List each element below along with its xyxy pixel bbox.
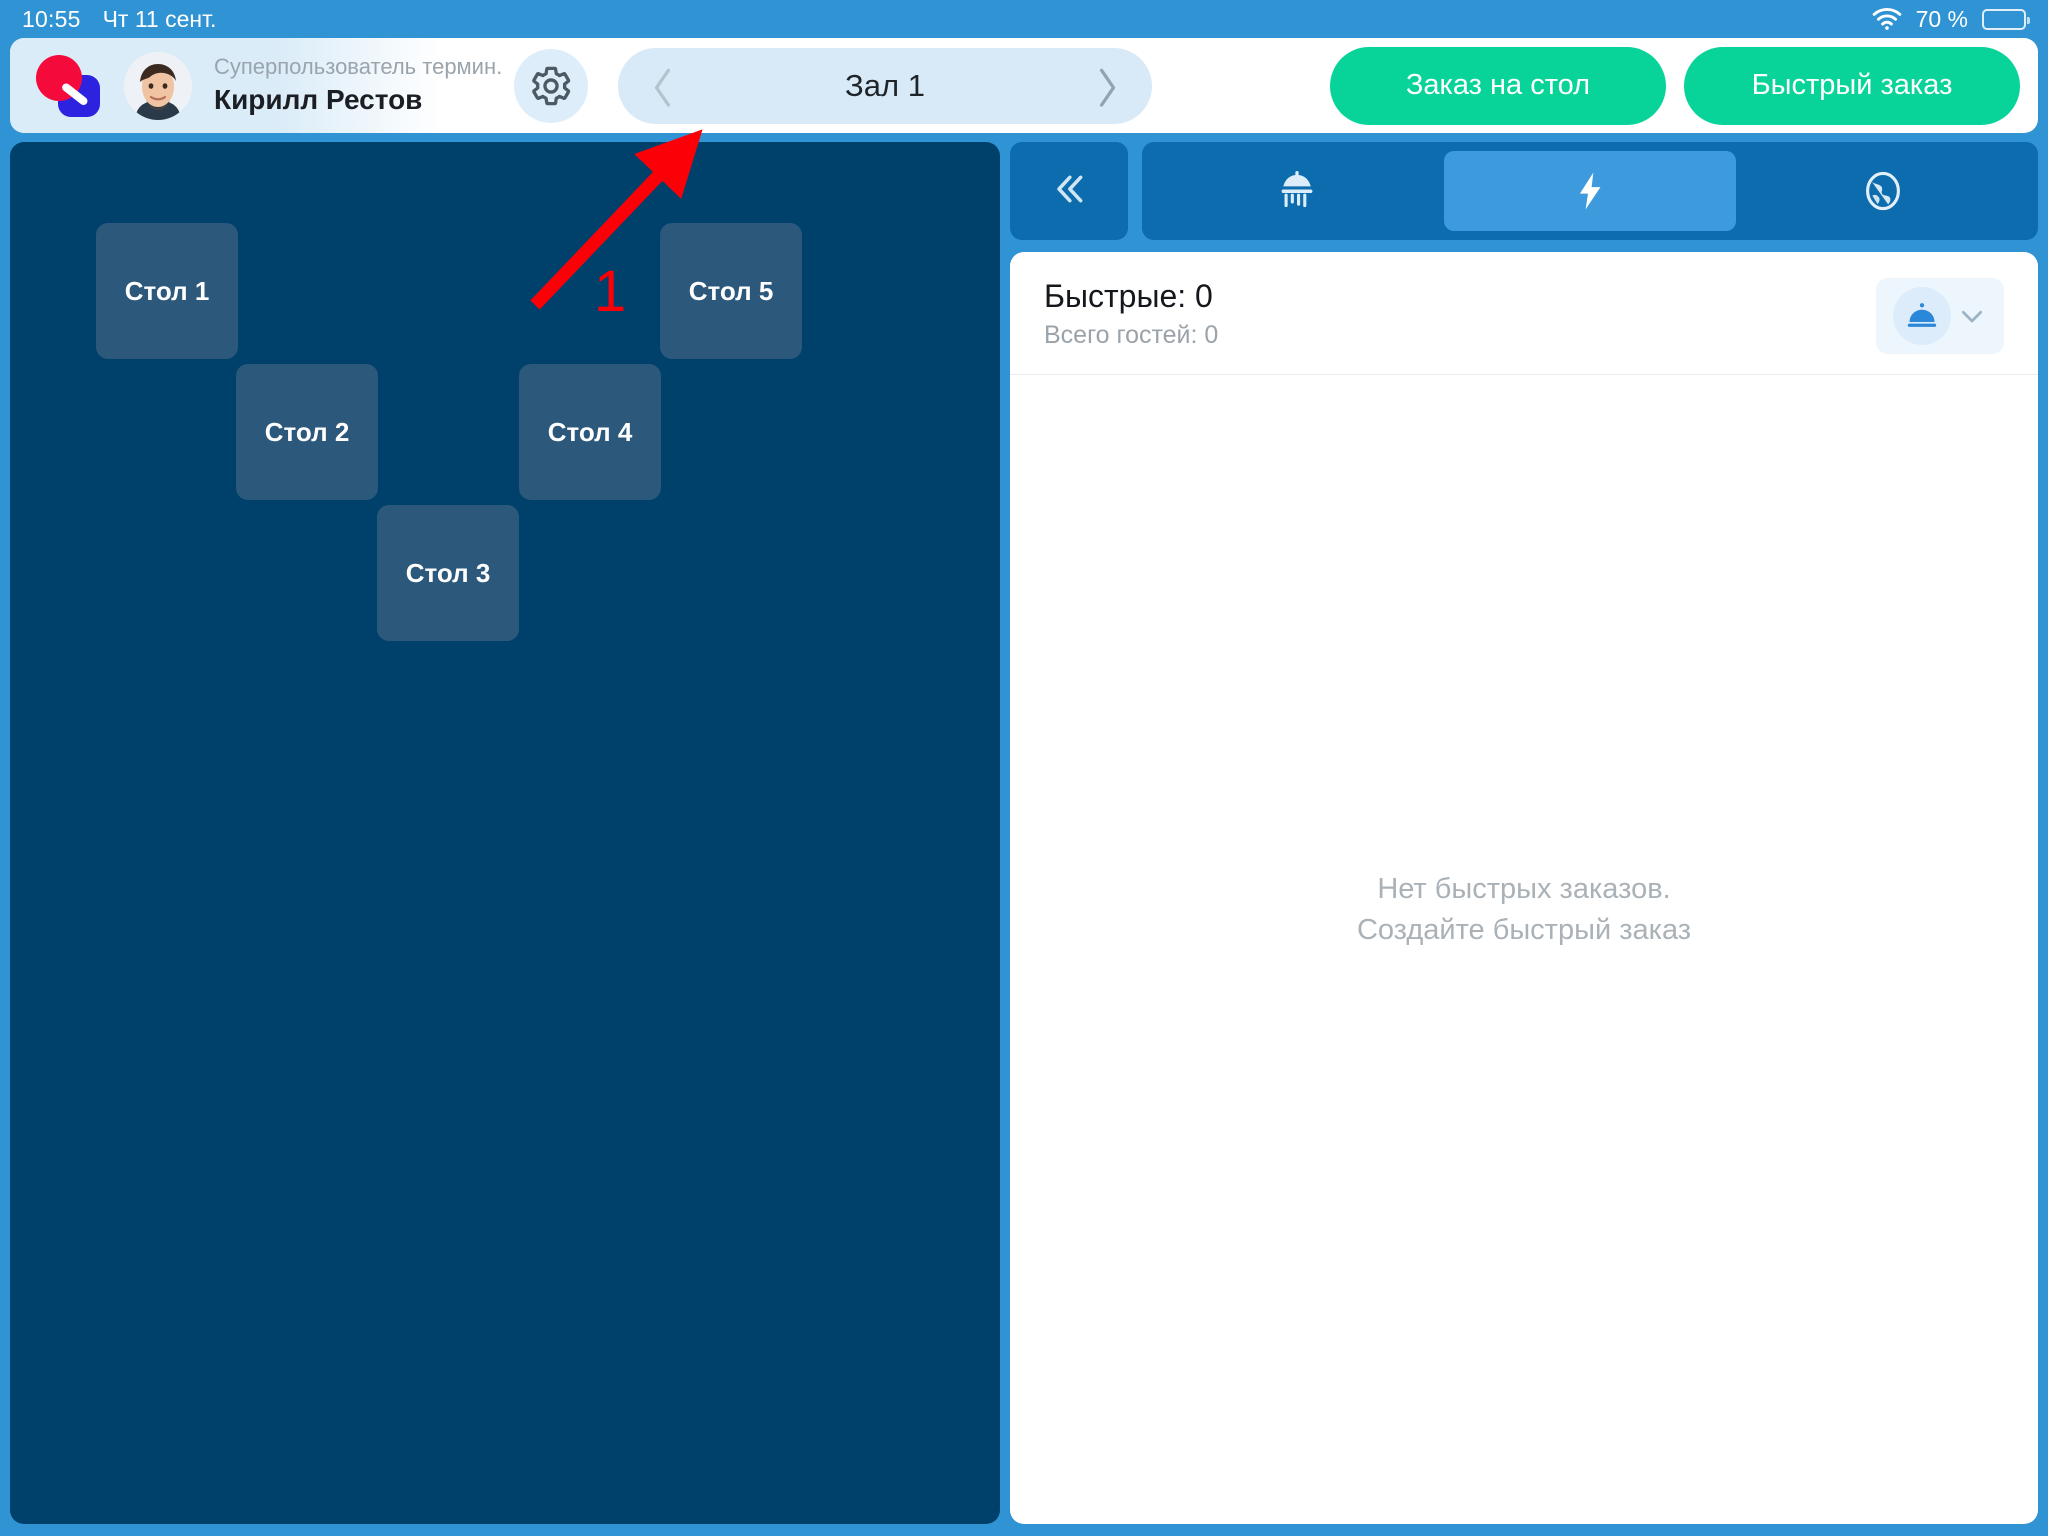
empty-state: Нет быстрых заказов. Создайте быстрый за… [1010,375,2038,1524]
globe-icon [1861,169,1905,213]
right-panel: Быстрые: 0 Всего гостей: 0 Нет быстрых [1010,142,2038,1524]
quick-orders-summary: Быстрые: 0 Всего гостей: 0 [1044,278,1218,350]
app-logo-paddle-icon [36,54,102,117]
tab-halls[interactable] [1151,151,1444,231]
quick-order-button[interactable]: Быстрый заказ [1684,46,2020,125]
chevron-left-icon[interactable] [650,66,676,107]
app-header: Суперпользователь термин... Кирилл Ресто… [10,38,2038,133]
battery-icon [1982,8,2030,30]
status-date: Чт 11 сент. [102,5,217,32]
serving-dome-icon [1893,287,1951,345]
table-node[interactable]: Стол 5 [660,223,802,359]
quick-orders-count: Быстрые: 0 [1044,278,1213,314]
collapse-panel-button[interactable] [1010,142,1128,240]
floorplan-canvas[interactable]: Стол 1 Стол 2 Стол 3 Стол 4 Стол 5 [10,142,1000,1524]
wifi-icon [1872,8,1902,30]
status-time: 10:55 [22,5,81,32]
quick-orders-card: Быстрые: 0 Всего гостей: 0 Нет быстрых [1010,252,2038,1524]
panel-tabs [1142,142,2038,240]
chevron-right-icon[interactable] [1094,66,1120,107]
page-title: Кирилл Рестов [214,84,423,116]
table-node[interactable]: Стол 2 [236,364,378,500]
table-umbrella-icon [1275,169,1319,213]
status-bar: 10:55 Чт 11 сент. 70 % [0,0,2048,38]
chevrons-left-icon [1049,169,1089,214]
hall-name: Зал 1 [845,67,925,103]
battery-percent: 70 % [1915,5,1968,32]
status-bar-left: 10:55 Чт 11 сент. [22,6,216,33]
table-node[interactable]: Стол 4 [519,364,661,500]
avatar [124,51,192,120]
right-panel-toolbar [1010,142,2038,240]
lightning-bolt-icon [1568,169,1612,213]
total-guests-count: Всего гостей: 0 [1044,321,1219,349]
header-actions: Заказ на стол Быстрый заказ [1330,46,2020,125]
annotation-step-number: 1 [594,259,627,324]
status-bar-right: 70 % [1872,5,2030,33]
settings-button[interactable] [514,48,588,123]
user-info: Суперпользователь термин... Кирилл Ресто… [214,52,504,119]
hall-selector[interactable]: Зал 1 [618,47,1152,124]
tab-quick-orders[interactable] [1443,151,1737,231]
table-node[interactable]: Стол 3 [377,505,519,641]
order-to-table-button[interactable]: Заказ на стол [1330,46,1666,125]
tab-delivery[interactable] [1736,151,2029,231]
table-node[interactable]: Стол 1 [96,223,238,359]
chevron-down-icon[interactable] [1957,301,1987,331]
quick-orders-header: Быстрые: 0 Всего гостей: 0 [1010,252,2038,375]
empty-state-line-1: Нет быстрых заказов. [1377,873,1671,906]
gear-icon [529,64,573,108]
serve-filter-button[interactable] [1876,278,2004,354]
user-role: Суперпользователь термин... [214,53,504,79]
empty-state-line-2: Создайте быстрый заказ [1356,913,1692,946]
